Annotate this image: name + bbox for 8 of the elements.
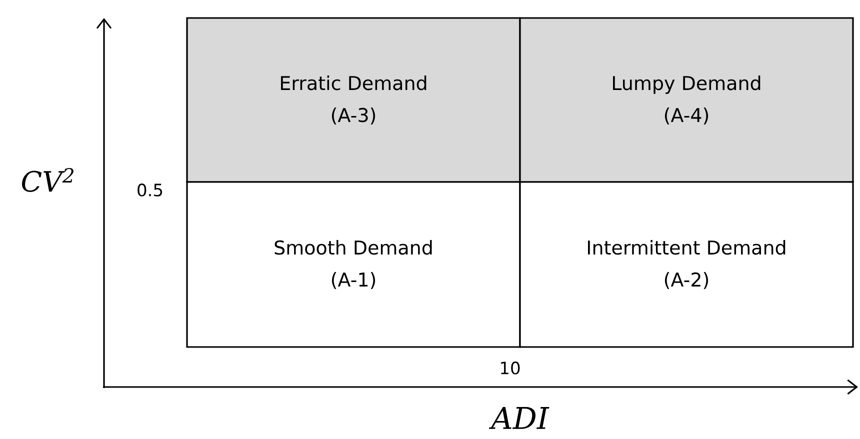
quadrant-cell: Erratic Demand (A-3): [186, 17, 521, 183]
axis-title: CV$^{2}$: [22, 168, 74, 192]
tick-label: 10: [501, 362, 520, 374]
quadrant-cell: Lumpy Demand (A-4): [519, 17, 854, 183]
quadrant-cell: Smooth Demand (A-1): [186, 181, 521, 348]
axis-title: ADI: [488, 407, 550, 429]
tick-label: 0.5: [138, 184, 162, 196]
quadrant-cell: Intermittent Demand (A-2): [519, 181, 854, 348]
